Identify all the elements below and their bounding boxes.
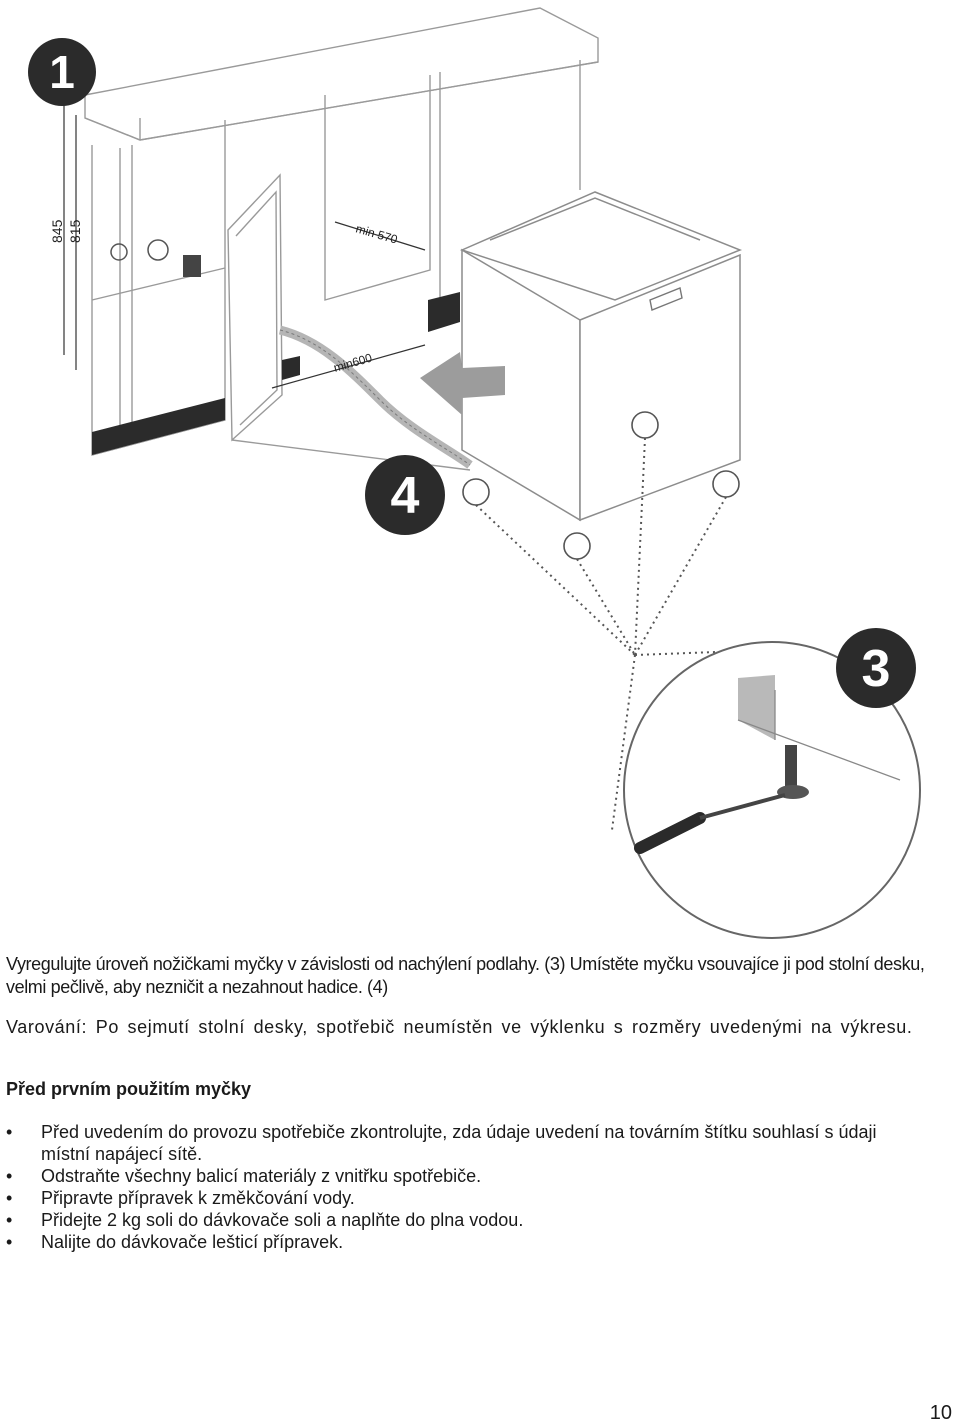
list-item-text: Přidejte 2 kg soli do dávkovače soli a n…: [41, 1210, 524, 1230]
list-item-text: Odstraňte všechny balicí materiály z vni…: [41, 1166, 482, 1186]
list-item: • Před uvedením do provozu spotřebiče zko…: [0, 1121, 930, 1165]
bullet-icon: •: [6, 1188, 13, 1208]
bullet-icon: •: [6, 1210, 13, 1230]
list-item-text: Připravte přípravek k změkčování vody.: [41, 1188, 355, 1208]
preparation-list: • Před uvedením do provozu spotřebiče zko…: [0, 1121, 930, 1253]
installation-illustration: 845 815 min 570 min600 1 4 3: [28, 7, 921, 939]
bullet-icon: •: [6, 1122, 13, 1142]
list-item: • Připravte přípravek k změkčování vody.: [0, 1187, 930, 1209]
step-marker-1: 1: [49, 46, 75, 98]
list-item-text: Nalijte do dávkovače lešticí přípravek.: [41, 1232, 344, 1252]
dimension-min-570: min 570: [354, 221, 399, 246]
list-item: • Odstraňte všechny balicí materiály z vn…: [0, 1165, 930, 1187]
bullet-icon: •: [6, 1166, 13, 1186]
list-item: • Nalijte do dávkovače lešticí přípravek.: [0, 1231, 930, 1253]
step-marker-4: 4: [391, 467, 420, 525]
leveling-instructions: Vyregulujte úroveň nožičkami myčky v záv…: [6, 954, 925, 997]
page-number: 10: [929, 1402, 952, 1424]
step-marker-3: 3: [862, 640, 891, 698]
bullet-icon: •: [6, 1232, 13, 1252]
list-item: • Přidejte 2 kg soli do dávkovače soli a …: [0, 1209, 930, 1231]
section-heading: Před prvním použitím myčky: [6, 1079, 252, 1099]
dimension-815: 815: [67, 219, 83, 243]
dimension-845: 845: [49, 219, 65, 243]
list-item-text: Před uvedením do provozu spotřebiče zkon…: [41, 1122, 877, 1164]
warning-paragraph: Varování: Po sejmutí stolní desky, spotř…: [6, 1017, 913, 1037]
